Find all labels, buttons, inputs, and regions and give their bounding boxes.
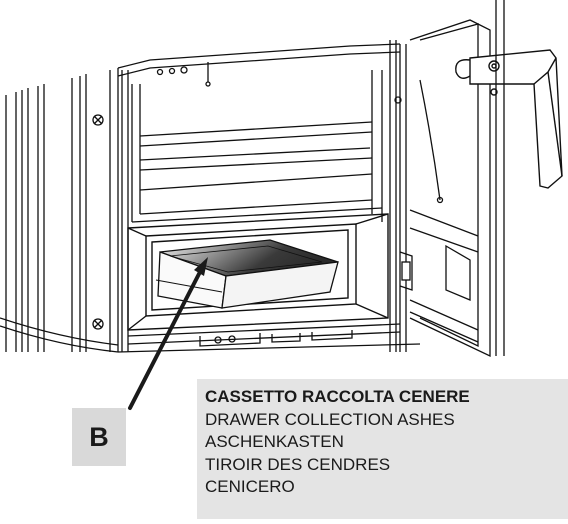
left-side-panel [0, 68, 119, 353]
upper-compartment [131, 70, 383, 223]
frame-columns [121, 40, 397, 352]
top-rail [117, 43, 401, 87]
bottom-base [117, 323, 421, 353]
right-edge-lines [495, 0, 505, 356]
drawer-opening [127, 213, 389, 331]
caption-box: CASSETTO RACCOLTA CENERE DRAWER COLLECTI… [197, 379, 568, 519]
door-hinge [394, 44, 413, 352]
left-screw-bottom [92, 318, 104, 330]
caption-line-fr: TIROIR DES CENDRES [205, 454, 391, 474]
callout-badge: B [72, 408, 126, 466]
open-door [409, 19, 491, 358]
caption-line-en: DRAWER COLLECTION ASHES [205, 409, 455, 429]
left-screw-top [92, 114, 104, 126]
caption-line-de: ASCHENKASTEN [205, 432, 344, 451]
caption-title: CASSETTO RACCOLTA CENERE [205, 387, 470, 406]
ash-tray [155, 239, 339, 309]
leader-arrow [128, 257, 208, 410]
door-handle [455, 49, 563, 189]
caption-line-es: CENICERO [205, 477, 295, 496]
